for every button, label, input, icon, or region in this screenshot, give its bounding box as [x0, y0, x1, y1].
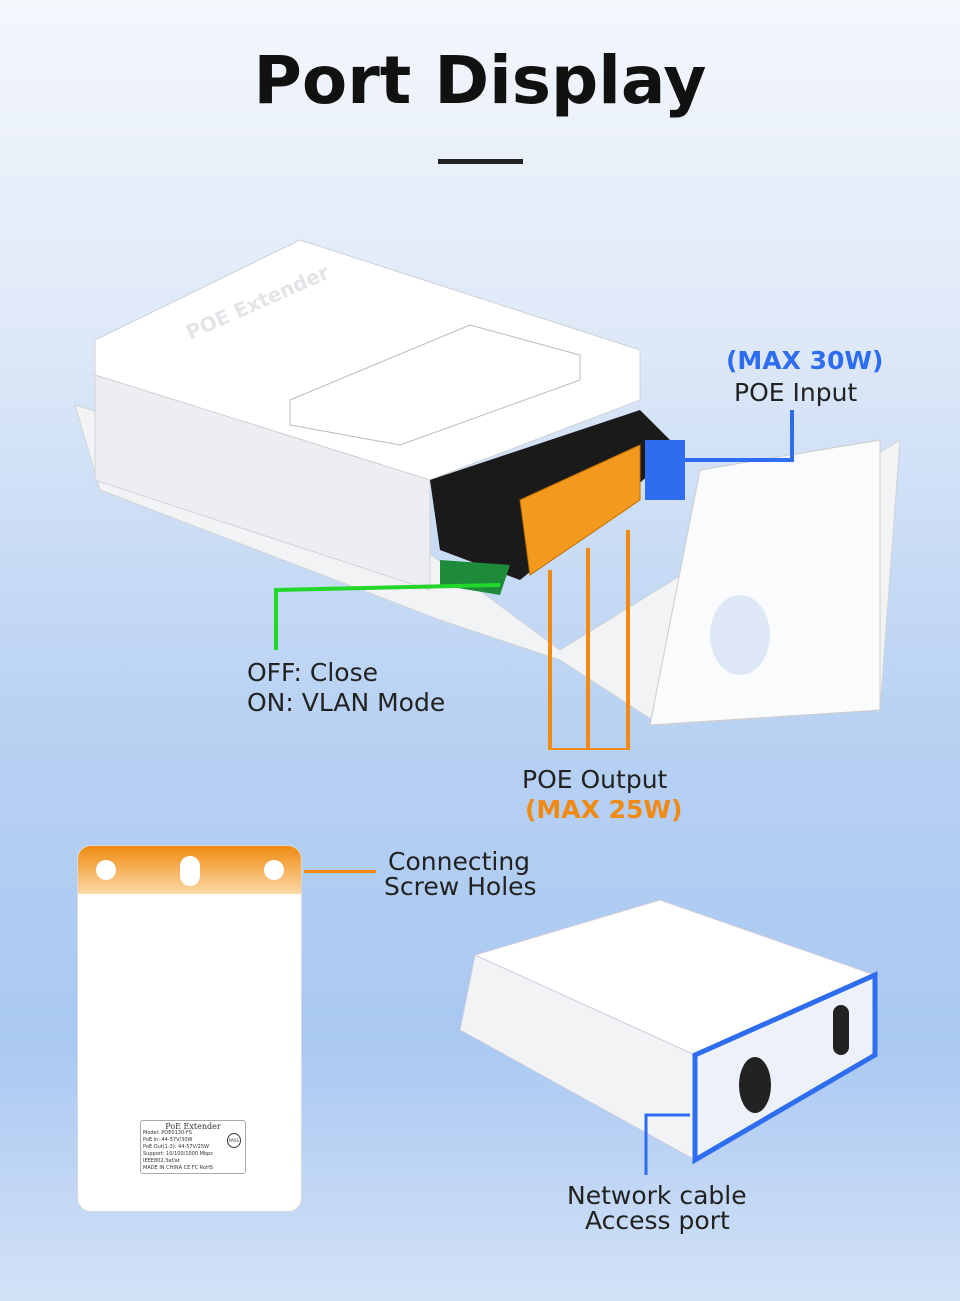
label-poe-out: PoE Out(1-3): 44-57V/25W	[143, 1144, 209, 1150]
screw-holes-label-2: Screw Holes	[384, 872, 537, 901]
title-divider	[438, 159, 523, 164]
label-title: PoE Extender	[165, 1122, 221, 1131]
page-title: Port Display	[253, 42, 707, 119]
poe-extender-open-illustration: POE Extender	[74, 239, 901, 750]
screw-holes-label-1: Connecting	[388, 847, 531, 876]
poe-input-label: POE Input	[734, 378, 858, 407]
product-label: PoE Extender Model: POE0130-FS PoE In: 4…	[140, 1120, 246, 1174]
pass-badge: PASS	[227, 1133, 241, 1148]
device-back-view: PoE Extender Model: POE0130-FS PoE In: 4…	[77, 845, 302, 1212]
label-origin: MADE IN CHINA CE FC RoHS	[143, 1165, 214, 1171]
screw-holes-leader	[304, 870, 376, 873]
screw-hole	[180, 856, 200, 886]
label-support: Support: 10/100/1000 Mbps IEEE802.3af/at	[143, 1151, 213, 1164]
label-model: Model: POE0130-FS	[143, 1130, 192, 1136]
screw-hole	[96, 860, 116, 880]
poe-input-max-label: (MAX 30W)	[726, 346, 884, 375]
screw-hole	[264, 860, 284, 880]
label-poe-in: PoE In: 44-57V/30W	[143, 1137, 193, 1143]
switch-on-label: ON: VLAN Mode	[247, 688, 446, 717]
screw-hole-strip	[78, 846, 301, 894]
poe-output-label: POE Output	[522, 765, 668, 794]
network-port-label-2: Access port	[585, 1206, 730, 1235]
poe-output-max-label: (MAX 25W)	[525, 795, 683, 824]
network-port-label-1: Network cable	[567, 1181, 747, 1210]
poe-extender-closed-illustration	[459, 899, 878, 1175]
switch-off-label: OFF: Close	[247, 658, 378, 687]
